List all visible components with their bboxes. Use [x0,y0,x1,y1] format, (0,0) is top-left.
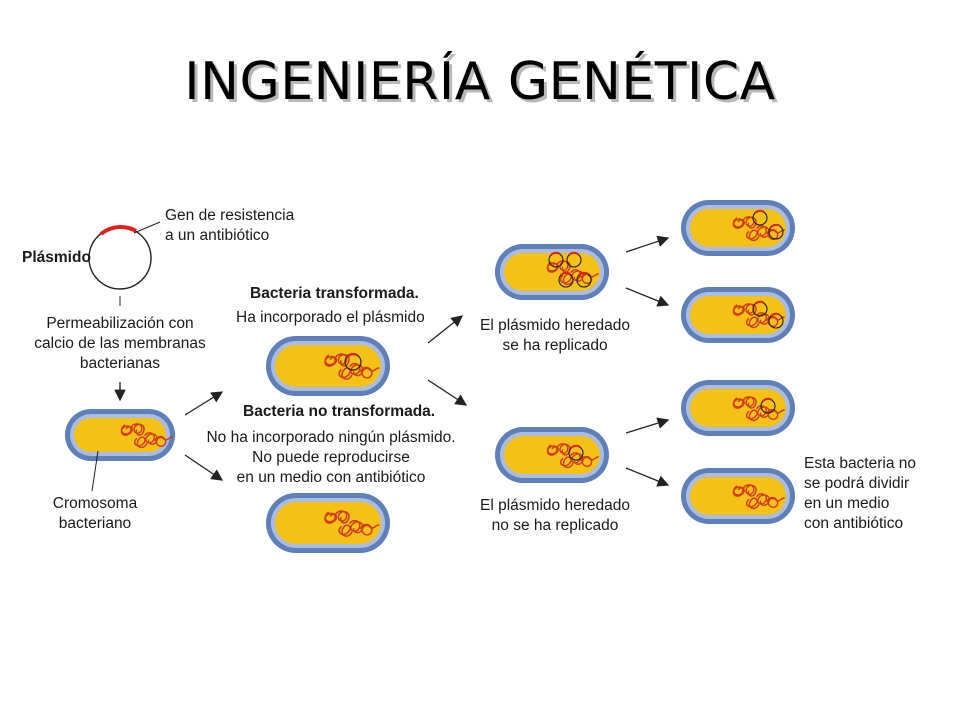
cannot-divide-label-line2: se podrá dividir [804,475,910,492]
cannot-divide-label-line1: Esta bacteria no [804,455,917,472]
initial-bacterium [65,409,175,492]
transformed-title: Bacteria transformada. [250,285,419,302]
arrow-not-replicated-top [625,417,670,434]
arrow-replicated-top [625,235,670,253]
replicated-bacterium [495,244,609,300]
daughter-bacterium-3 [681,380,795,436]
daughter-bacterium-1 [681,200,795,256]
arrow-not-replicated-bottom [625,467,670,487]
not-transformed-title: Bacteria no transformada. [243,403,436,420]
not-replicated-bacterium [495,427,609,483]
plasmid-label: Plásmido [22,249,91,266]
daughter-bacterium-4 [681,468,795,524]
arrow-to-not-replicated [427,379,468,406]
resistance-gene-label-line2: a un antibiótico [165,227,270,244]
not-replicated-label-line1: El plásmido heredado [480,497,630,514]
arrow-to-not-transformed [184,454,224,481]
not-transformed-bacterium [266,493,390,553]
daughter-bacterium-2 [681,287,795,343]
permeabilization-label-line1: Permeabilización con [46,315,194,332]
cannot-divide-label-line4: con antibiótico [804,515,904,532]
permeabilization-label-line3: bacterianas [79,355,161,372]
replicated-label-line1: El plásmido heredado [480,317,630,334]
replicated-label-line2: se ha replicado [502,337,608,354]
resistance-gene-label-line1: Gen de resistencia [165,207,295,224]
not-replicated-label-line2: no se ha replicado [491,517,619,534]
not-transformed-line2: No puede reproducirse [252,449,410,466]
chromosome-label-line1: Cromosoma [52,495,138,512]
arrow-to-transformed [184,391,224,416]
permeabilization-label-line2: calcio de las membranas [34,335,206,352]
transformed-description: Ha incorporado el plásmido [236,309,425,326]
chromosome-label-line2: bacteriano [58,515,132,532]
not-transformed-line3: en un medio con antibiótico [236,469,426,486]
plasmid-ring [88,221,161,290]
arrow-replicated-bottom [625,287,670,307]
cannot-divide-label-line3: en un medio [804,495,890,512]
page-title: INGENIERÍA GENÉTICA [184,52,776,112]
arrow-to-replicated [427,315,464,344]
transformed-bacterium [266,336,390,396]
not-transformed-line1: No ha incorporado ningún plásmido. [206,429,456,446]
